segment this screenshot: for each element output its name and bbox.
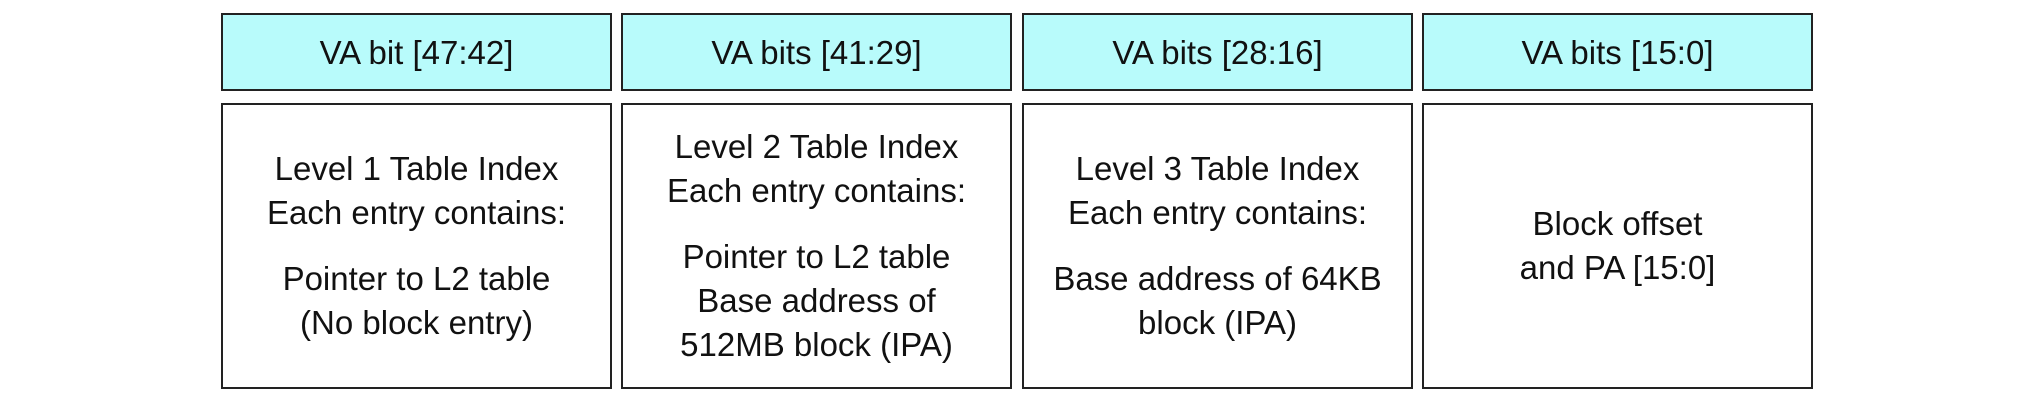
level1-subtitle: Each entry contains: (267, 194, 566, 231)
block-offset-line-1: Block offset (1532, 205, 1703, 242)
header-va-15-0: VA bits [15:0] (1422, 13, 1813, 91)
level2-entry-line-3: 512MB block (IPA) (680, 326, 953, 363)
level2-entry-line-1: Pointer to L2 table (682, 238, 951, 275)
level1-entry-line-1: Pointer to L2 table (282, 260, 551, 297)
level2-subtitle: Each entry contains: (667, 172, 966, 209)
level3-entry-line-2: block (IPA) (1138, 304, 1297, 341)
level3-description-box: Level 3 Table Index Each entry contains:… (1022, 103, 1413, 389)
level1-text: Level 1 Table Index Each entry contains:… (267, 147, 566, 345)
level1-title: Level 1 Table Index (274, 150, 559, 187)
spacer (1053, 235, 1381, 257)
header-va-47-42: VA bit [47:42] (221, 13, 612, 91)
level3-subtitle: Each entry contains: (1068, 194, 1367, 231)
level2-title: Level 2 Table Index (674, 128, 959, 165)
block-offset-text: Block offset and PA [15:0] (1520, 202, 1716, 290)
header-va-41-29: VA bits [41:29] (621, 13, 1012, 91)
level1-description-box: Level 1 Table Index Each entry contains:… (221, 103, 612, 389)
header-label: VA bit [47:42] (319, 33, 514, 71)
header-va-28-16: VA bits [28:16] (1022, 13, 1413, 91)
block-offset-box: Block offset and PA [15:0] (1422, 103, 1813, 389)
level2-description-box: Level 2 Table Index Each entry contains:… (621, 103, 1012, 389)
block-offset-line-2: and PA [15:0] (1519, 249, 1716, 286)
header-label: VA bits [28:16] (1112, 33, 1323, 71)
level3-entry-line-1: Base address of 64KB (1053, 260, 1382, 297)
level2-entry-line-2: Base address of (697, 282, 936, 319)
level2-text: Level 2 Table Index Each entry contains:… (667, 125, 966, 367)
level3-title: Level 3 Table Index (1075, 150, 1360, 187)
header-label: VA bits [41:29] (711, 33, 922, 71)
spacer (667, 213, 966, 235)
spacer (267, 235, 566, 257)
level3-text: Level 3 Table Index Each entry contains:… (1053, 147, 1381, 345)
level1-entry-line-2: (No block entry) (300, 304, 533, 341)
header-label: VA bits [15:0] (1521, 33, 1714, 71)
